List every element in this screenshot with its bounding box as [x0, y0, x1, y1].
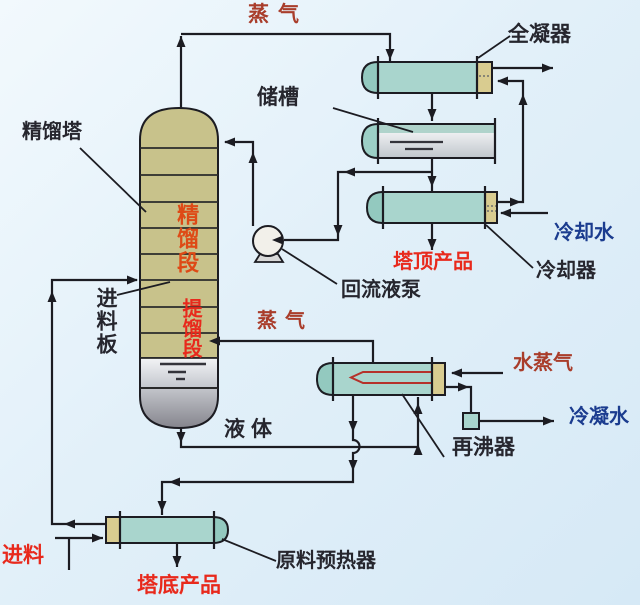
- reboiler-body: [333, 363, 432, 395]
- reboiler-head: [432, 363, 445, 395]
- label-liquid: 液体: [224, 418, 278, 441]
- arrowhead: [127, 275, 138, 285]
- steam-trap: [462, 412, 480, 430]
- condenser-head: [477, 62, 492, 93]
- column-trays: [140, 147, 218, 389]
- pointer-feed-plate: [116, 281, 171, 296]
- column-liquid-level-marks: [160, 362, 206, 381]
- arrowhead: [413, 403, 423, 414]
- arrowhead: [427, 239, 437, 250]
- pointer-feed-preheater: [221, 538, 277, 562]
- arrowhead: [172, 556, 182, 567]
- preheater-body: [120, 517, 213, 543]
- label-top-product: 塔顶产品: [393, 251, 473, 273]
- label-stripping-section: 提馏段: [179, 298, 201, 358]
- arrowhead: [348, 460, 358, 471]
- label-cooler: 冷却器: [536, 260, 596, 282]
- pipe-condensate-to-trap: [445, 385, 473, 413]
- arrowhead: [385, 49, 395, 60]
- label-rectifying-section: 精馏段: [174, 203, 200, 275]
- condenser-body: [378, 62, 477, 93]
- arrowhead: [47, 291, 57, 302]
- arrowhead: [209, 336, 220, 346]
- distillation-column-vessel: [139, 106, 219, 430]
- flow-arrowheads: [47, 36, 554, 567]
- pipe-overhead-vapor-to-condenser: [181, 32, 392, 61]
- label-water-steam: 水蒸气: [513, 352, 573, 374]
- reflux-pump: [252, 225, 285, 263]
- pointer-cooler: [485, 224, 534, 269]
- label-reboiler: 再沸器: [452, 436, 515, 459]
- preheater-head: [106, 517, 120, 543]
- arrowhead: [344, 167, 355, 177]
- arrowhead: [500, 208, 511, 218]
- label-storage-tank: 储槽: [257, 86, 299, 109]
- arrowhead: [510, 197, 521, 207]
- arrowhead: [333, 225, 343, 236]
- arrowhead: [413, 444, 423, 455]
- label-bottom-product: 塔底产品: [137, 574, 221, 597]
- label-feed-preheater: 原料预热器: [276, 550, 376, 572]
- arrowhead: [518, 94, 528, 105]
- arrowhead: [458, 382, 469, 392]
- cooler-body: [383, 192, 485, 223]
- pump-base: [253, 253, 285, 263]
- arrowhead: [427, 109, 437, 120]
- label-total-condenser: 全凝器: [508, 23, 571, 46]
- label-distillation-column: 精馏塔: [22, 121, 82, 143]
- pointer-distillation-column: [79, 147, 147, 213]
- reboiler-vessel: [315, 357, 446, 401]
- arrowhead: [497, 76, 508, 86]
- pipe-preheated-feed-to-column: [50, 278, 137, 526]
- label-steam-reboiler: 蒸气: [257, 310, 313, 332]
- cooler-head: [485, 192, 497, 223]
- label-pointers: [79, 35, 534, 562]
- pointer-reflux-pump: [281, 248, 338, 285]
- preheater-cap: [213, 517, 228, 543]
- arrowhead: [176, 36, 186, 47]
- label-condensate-water: 冷凝水: [569, 406, 629, 428]
- arrowhead: [427, 176, 437, 187]
- arrowhead: [224, 137, 235, 147]
- cooler-cap: [367, 192, 383, 223]
- arrowhead: [64, 519, 75, 529]
- arrowhead: [542, 63, 553, 73]
- feed-preheater-vessel: [105, 511, 230, 549]
- arrowhead: [451, 368, 462, 378]
- arrowhead: [543, 416, 554, 426]
- pointer-storage-tank: [332, 107, 414, 133]
- arrowhead: [176, 432, 186, 443]
- reboiler-steam-coil: [348, 371, 432, 384]
- column-bottom-head: [139, 387, 219, 430]
- cooler-vessel: [365, 186, 498, 229]
- label-reflux-pump: 回流液泵: [341, 279, 421, 301]
- pointer-total-condenser: [477, 35, 511, 59]
- pipe-tank-to-pump: [284, 170, 432, 242]
- label-feed-plate: 进料板: [94, 287, 118, 356]
- pipe-cooling-water-cooler-to-condenser: [497, 79, 525, 204]
- arrowhead: [272, 235, 283, 245]
- column-shell: [139, 106, 219, 359]
- arrowhead: [348, 421, 358, 432]
- condenser-cap: [362, 62, 378, 93]
- tank-liquid-level-marks: [390, 140, 443, 151]
- total-condenser-vessel: [360, 56, 493, 99]
- pointer-reboiler: [401, 393, 445, 458]
- storage-tank-vessel: [360, 118, 497, 164]
- arrowhead: [248, 152, 258, 163]
- reboiler-cap: [317, 363, 333, 395]
- arrowhead: [157, 501, 167, 512]
- tank-cap: [362, 124, 378, 158]
- arrowhead: [92, 533, 103, 543]
- pipe-reflux-to-column: [225, 140, 255, 226]
- label-cooling-water: 冷却水: [554, 222, 614, 244]
- arrowhead: [169, 477, 180, 487]
- tank-top-band: [378, 124, 495, 133]
- pipe-reboiler-vapor-to-column: [214, 339, 375, 363]
- label-steam-top: 蒸气: [248, 3, 308, 26]
- label-feed: 进料: [2, 544, 44, 567]
